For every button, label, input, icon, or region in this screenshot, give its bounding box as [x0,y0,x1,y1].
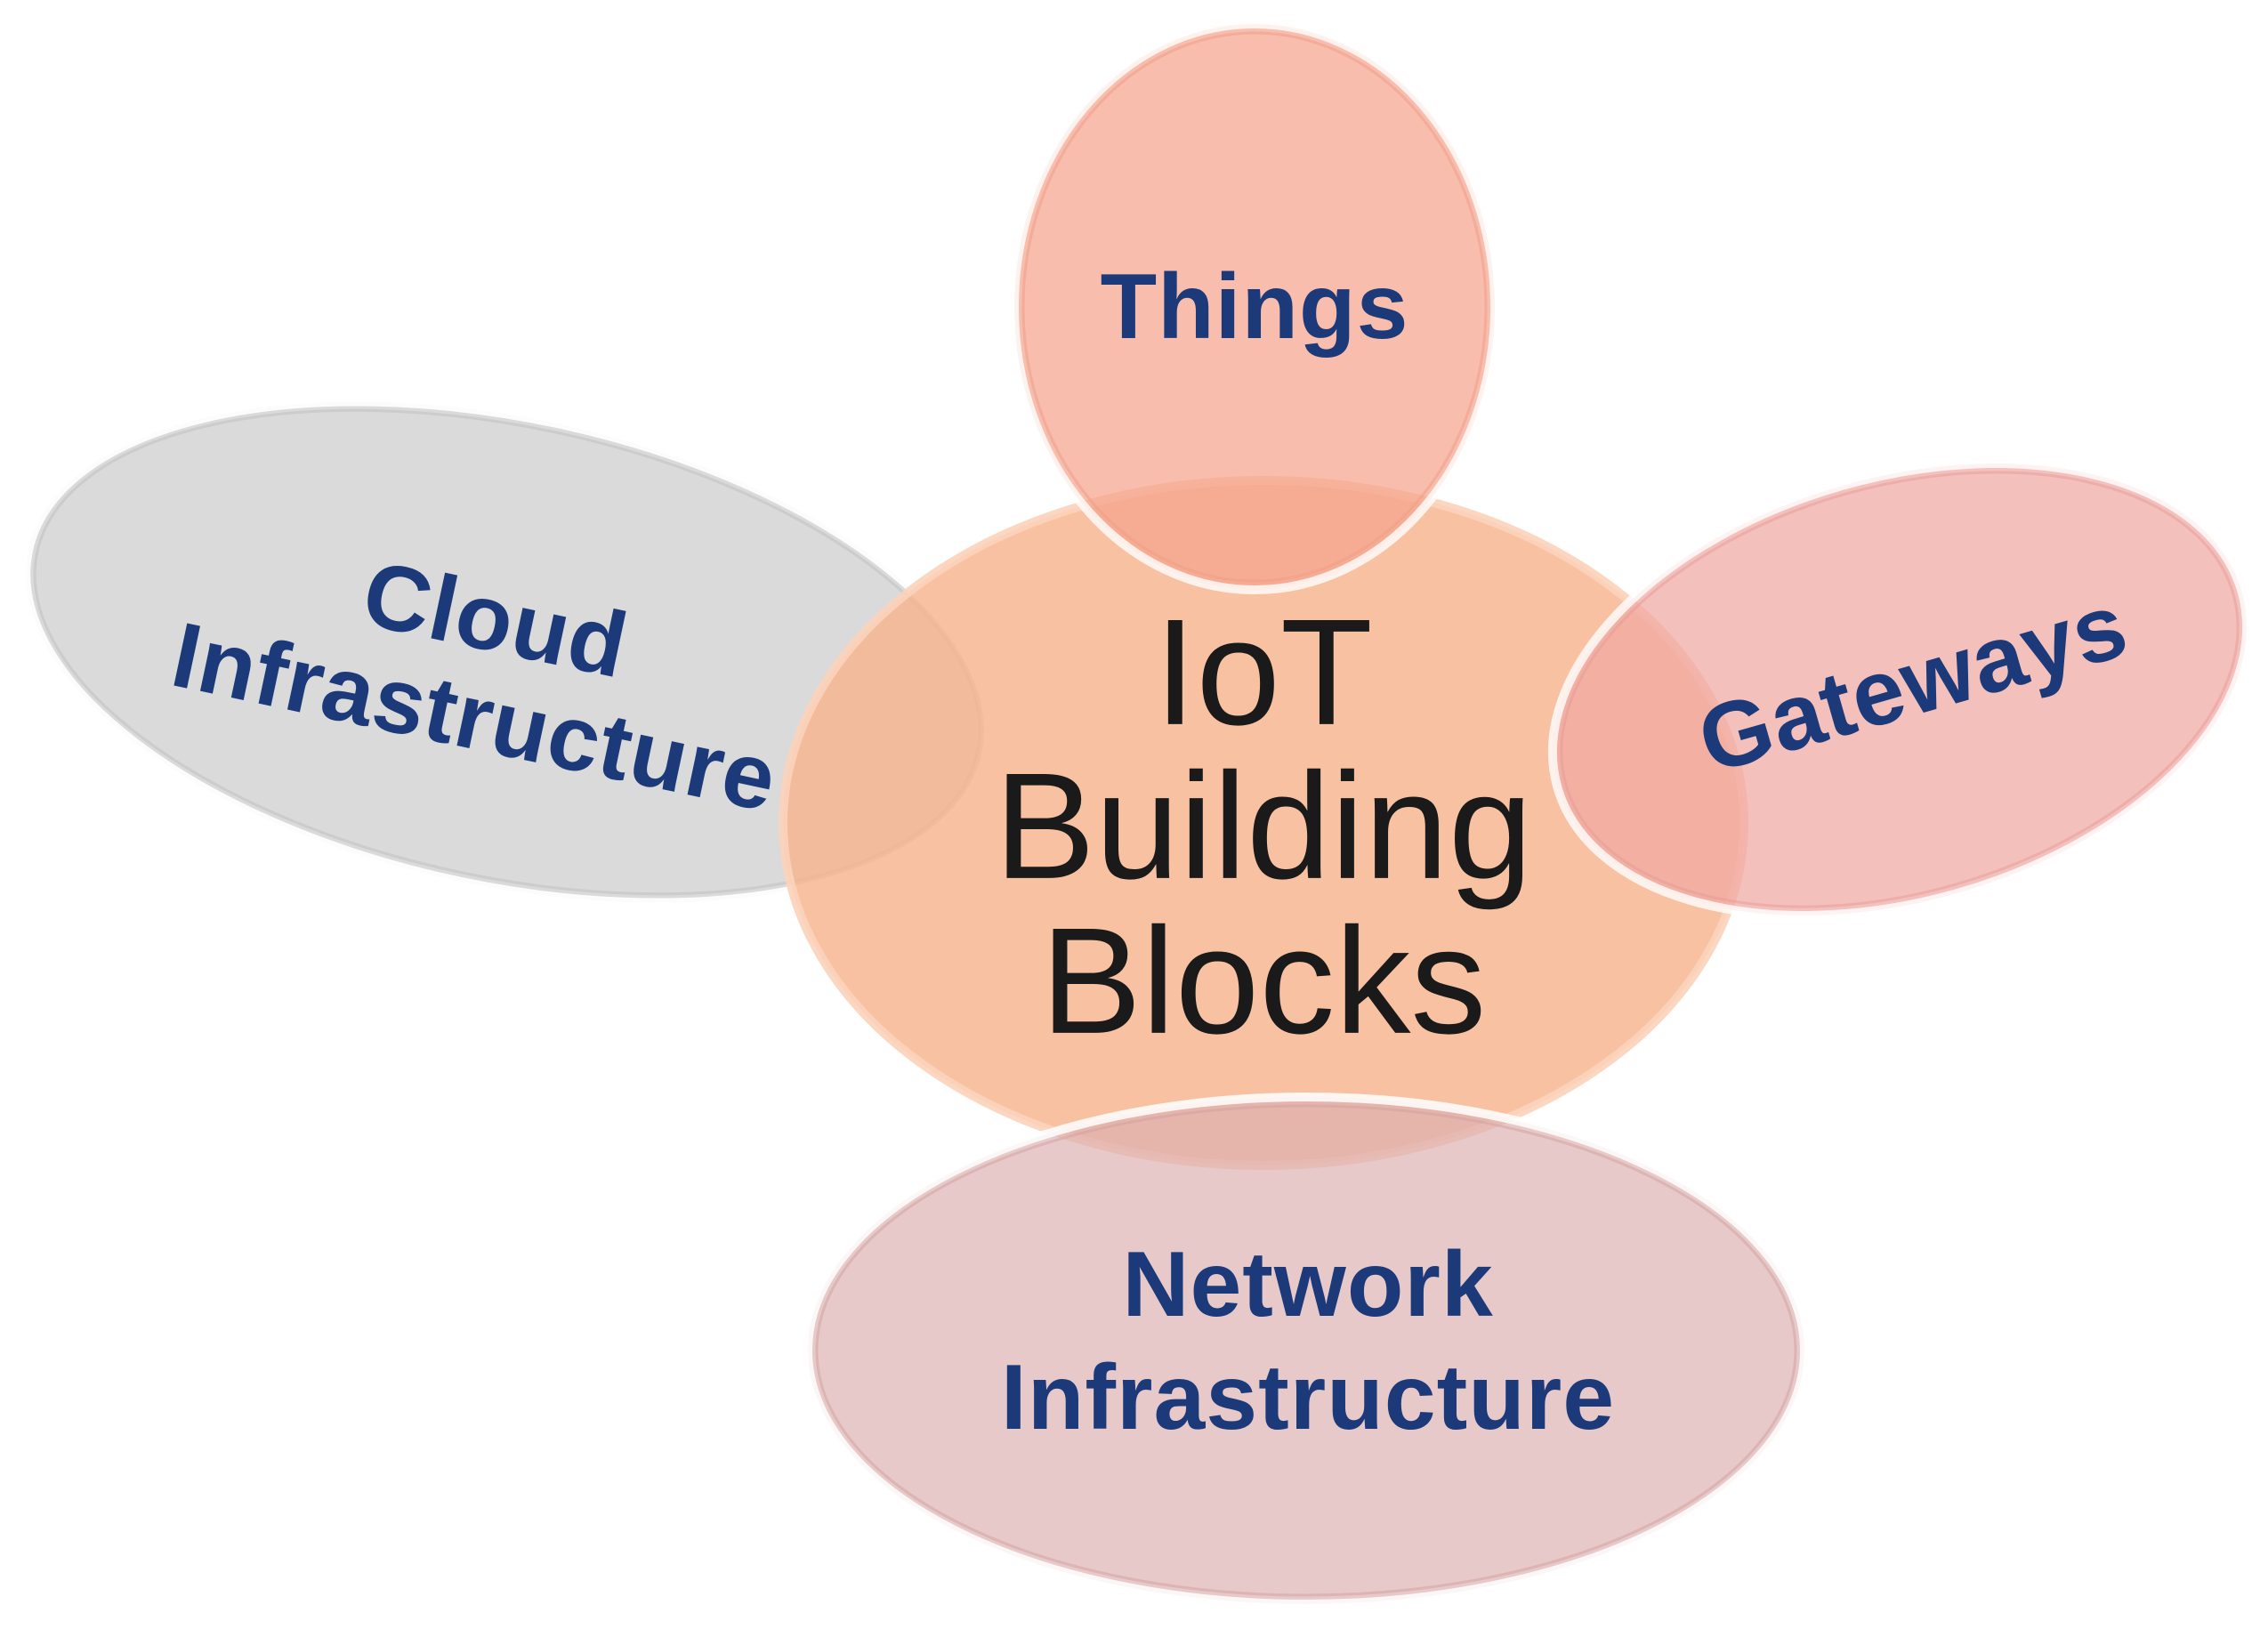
network-label-line-2: Infrastructure [1000,1346,1616,1449]
network-infrastructure-label: Network Infrastructure [1001,1229,1615,1455]
center-label-line-2: Building [994,742,1533,912]
network-infrastructure-ellipse [803,1093,1809,1609]
gateways-ellipse [1547,459,2252,920]
center-label-line-3: Blocks [1040,896,1487,1066]
center-label: IoT Building Blocks [994,587,1533,1066]
things-label: Things [1101,261,1409,353]
center-label-line-1: IoT [1154,587,1373,757]
things-label-line: Things [1100,255,1409,359]
things-ellipse [1010,20,1499,594]
network-label-line-1: Network [1122,1233,1494,1337]
